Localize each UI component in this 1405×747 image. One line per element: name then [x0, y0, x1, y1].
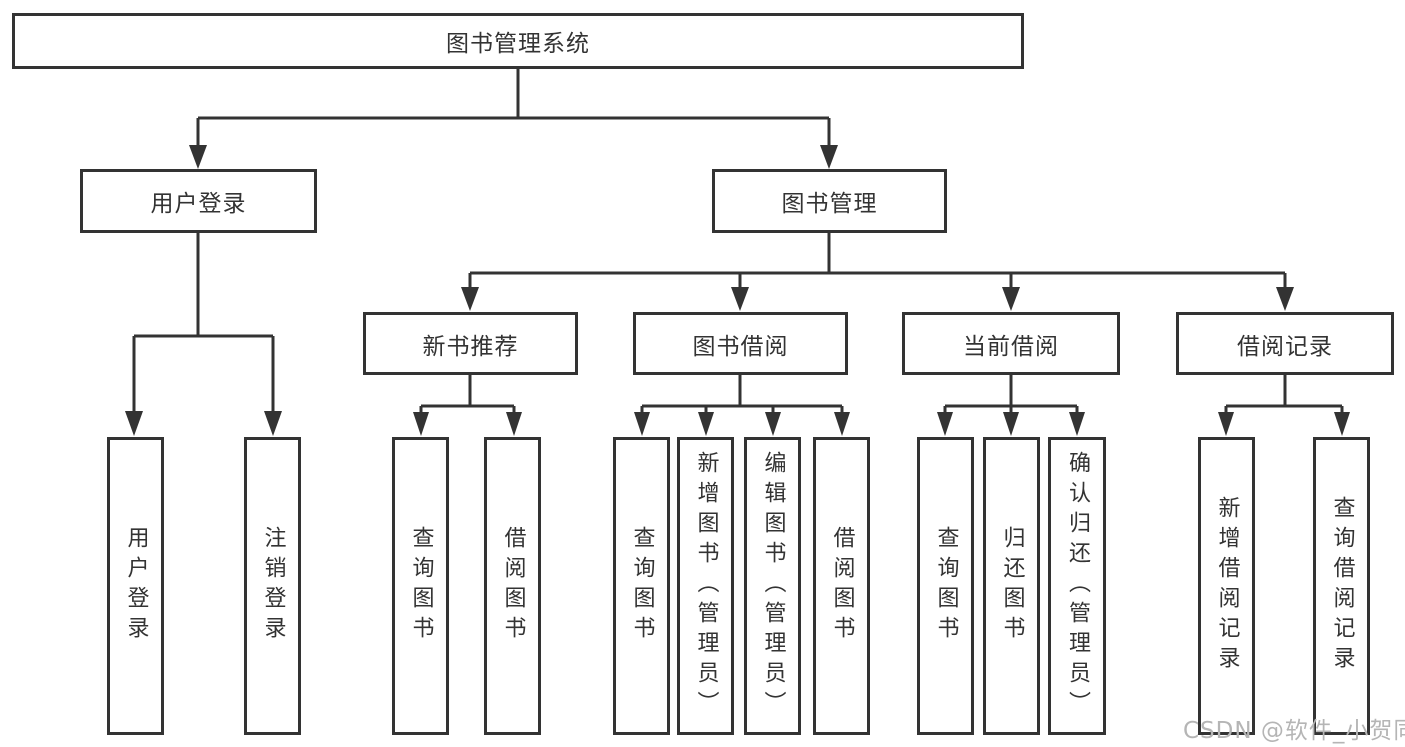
connector-book-borrow-branch [634, 375, 850, 436]
node-book-borrow: 图书借阅 [633, 312, 848, 375]
leaf-current-return-books: 归还图书 [983, 437, 1040, 735]
connector-new-book-branch [413, 375, 522, 436]
node-book-management: 图书管理 [712, 169, 947, 233]
connector-user-login-branch [125, 233, 282, 436]
connector-book-management-branch [461, 233, 1294, 311]
connector-root-branch [189, 69, 838, 169]
leaf-records-query-record: 查询借阅记录 [1313, 437, 1370, 735]
node-new-book-recommend: 新书推荐 [363, 312, 578, 375]
leaf-borrow-edit-books-admin: 编辑图书（管理员） [744, 437, 801, 735]
leaf-borrow-add-books-admin: 新增图书（管理员） [677, 437, 734, 735]
node-borrow-records: 借阅记录 [1176, 312, 1394, 375]
leaf-borrow-query-books: 查询图书 [613, 437, 670, 735]
leaf-newbook-borrow-books: 借阅图书 [484, 437, 541, 735]
csdn-watermark: CSDN @软件_小贺同学 [1183, 718, 1405, 744]
leaf-borrow-borrow-books: 借阅图书 [813, 437, 870, 735]
leaf-current-confirm-return-admin: 确认归还（管理员） [1048, 437, 1106, 735]
leaf-newbook-query-books: 查询图书 [392, 437, 449, 735]
connector-borrow-record-branch [1218, 375, 1350, 436]
connector-current-borrow-branch [937, 375, 1085, 436]
leaf-current-query-books: 查询图书 [917, 437, 974, 735]
leaf-user-login: 用户登录 [107, 437, 164, 735]
leaf-logout: 注销登录 [244, 437, 301, 735]
node-library-management-system: 图书管理系统 [12, 13, 1024, 69]
leaf-records-add-record: 新增借阅记录 [1198, 437, 1255, 735]
node-current-borrow: 当前借阅 [902, 312, 1120, 375]
node-user-login: 用户登录 [80, 169, 317, 233]
